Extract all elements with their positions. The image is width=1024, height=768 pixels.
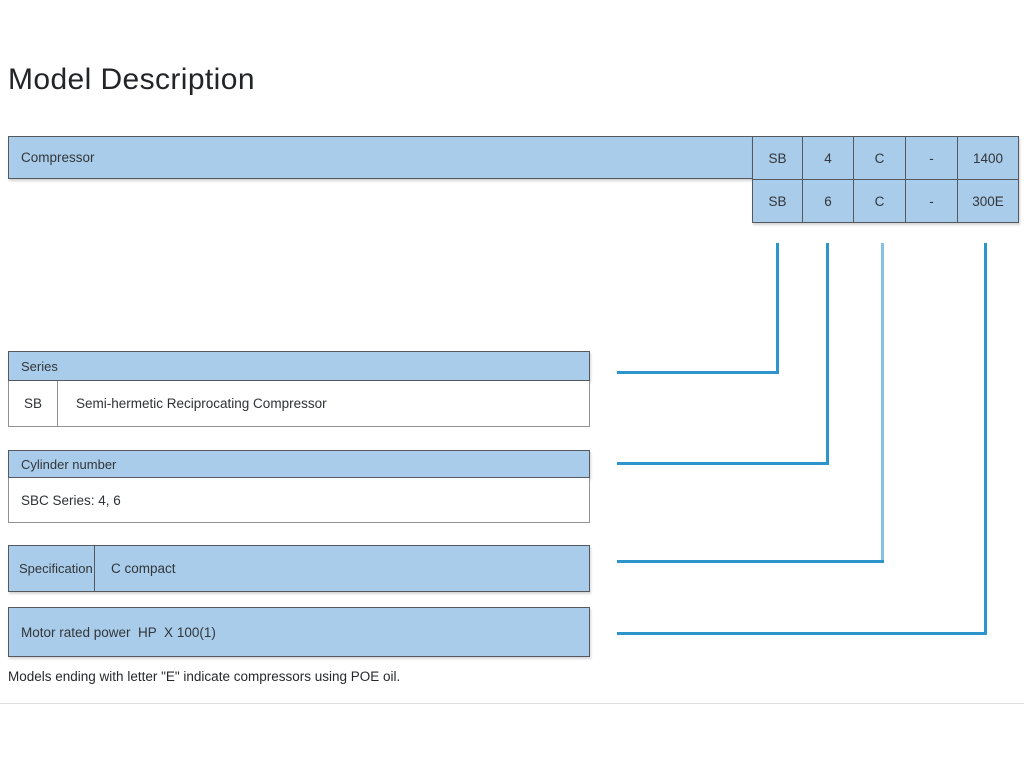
- series-box: Series SB Semi-hermetic Reciprocating Co…: [8, 351, 590, 427]
- cylinder-number-header-label: Cylinder number: [21, 456, 117, 472]
- motor-rated-power-box: Motor rated power HP X 100(1): [8, 607, 590, 657]
- page-bottom-rule: [0, 703, 1024, 704]
- model-code-row-2: SB 6 C - 300E: [753, 180, 1019, 223]
- model-code-cell: C: [854, 137, 906, 180]
- page-title: Model Description: [8, 63, 255, 96]
- footnote: Models ending with letter "E" indicate c…: [8, 669, 401, 684]
- specification-value: C compact: [111, 561, 176, 576]
- connector-cylinder-vertical: [826, 243, 829, 465]
- connector-cylinder-horizontal: [617, 462, 829, 465]
- series-code-cell: SB: [9, 381, 58, 426]
- model-code-cell: -: [906, 180, 958, 223]
- model-code-cell: 300E: [958, 180, 1019, 223]
- model-code-cell: -: [906, 137, 958, 180]
- specification-box: Specification C compact: [8, 545, 590, 592]
- model-code-cell: 4: [803, 137, 854, 180]
- model-code-cell: SB: [753, 180, 803, 223]
- connector-series-horizontal: [617, 371, 779, 374]
- model-code-cell: 6: [803, 180, 854, 223]
- model-code-cell: SB: [753, 137, 803, 180]
- model-code-cell: 1400: [958, 137, 1019, 180]
- cylinder-number-text: SBC Series: 4, 6: [21, 492, 121, 508]
- connector-motor-power-horizontal: [617, 632, 987, 635]
- series-header: Series: [8, 351, 590, 381]
- motor-rated-power-label: Motor rated power HP X 100(1): [21, 624, 216, 640]
- connector-specification-vertical: [881, 243, 884, 563]
- specification-label: Specification: [9, 546, 95, 591]
- model-code-table: SB 4 C - 1400 SB 6 C - 300E: [752, 136, 1019, 223]
- model-code-row-1: SB 4 C - 1400: [753, 137, 1019, 180]
- cylinder-number-body: SBC Series: 4, 6: [8, 478, 590, 523]
- cylinder-number-header: Cylinder number: [8, 450, 590, 478]
- compressor-label: Compressor: [21, 150, 95, 165]
- connector-series-vertical: [776, 243, 779, 374]
- series-description: Semi-hermetic Reciprocating Compressor: [76, 396, 327, 411]
- series-header-label: Series: [21, 358, 58, 374]
- cylinder-number-box: Cylinder number SBC Series: 4, 6: [8, 450, 590, 523]
- series-body: SB Semi-hermetic Reciprocating Compresso…: [8, 381, 590, 427]
- compressor-bar: Compressor: [8, 136, 753, 179]
- connector-specification-horizontal: [617, 560, 884, 563]
- connector-motor-power-vertical: [984, 243, 987, 635]
- model-code-cell: C: [854, 180, 906, 223]
